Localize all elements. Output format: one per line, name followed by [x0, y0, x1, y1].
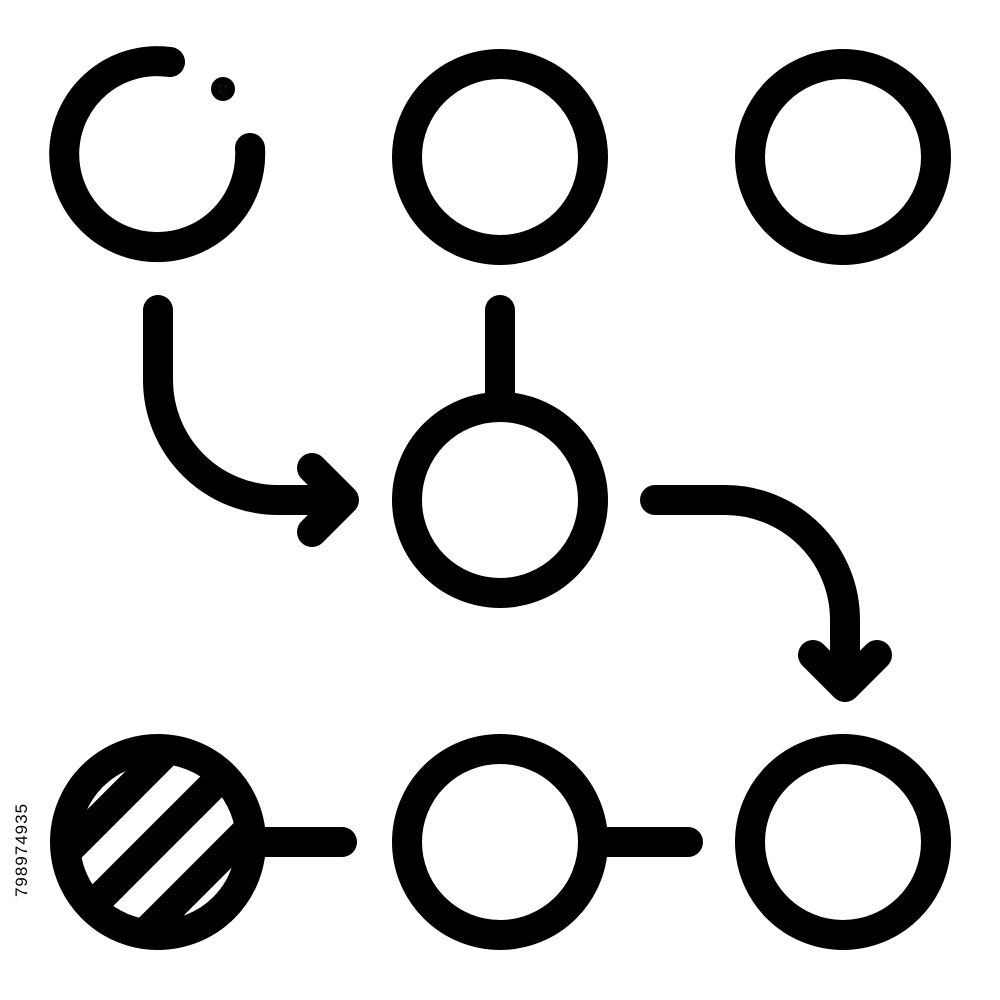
node-circle-bottom-middle: [392, 734, 608, 950]
node-circle-center: [392, 392, 608, 608]
node-circle-top-right: [735, 49, 951, 265]
hatch-line-1: [66, 750, 231, 879]
arrow-head-right-icon: [297, 453, 359, 547]
node-circle-top-middle: [392, 49, 608, 265]
arrow-head-down-icon: [798, 640, 892, 702]
loading-dot-icon: [211, 77, 235, 101]
curved-arrow-down-icon: [640, 485, 860, 700]
hatch-line-3: [119, 767, 250, 934]
curved-arrow-icon: [143, 295, 357, 515]
loading-circle-icon: [49, 46, 266, 263]
node-circle-bottom-right: [735, 734, 951, 950]
